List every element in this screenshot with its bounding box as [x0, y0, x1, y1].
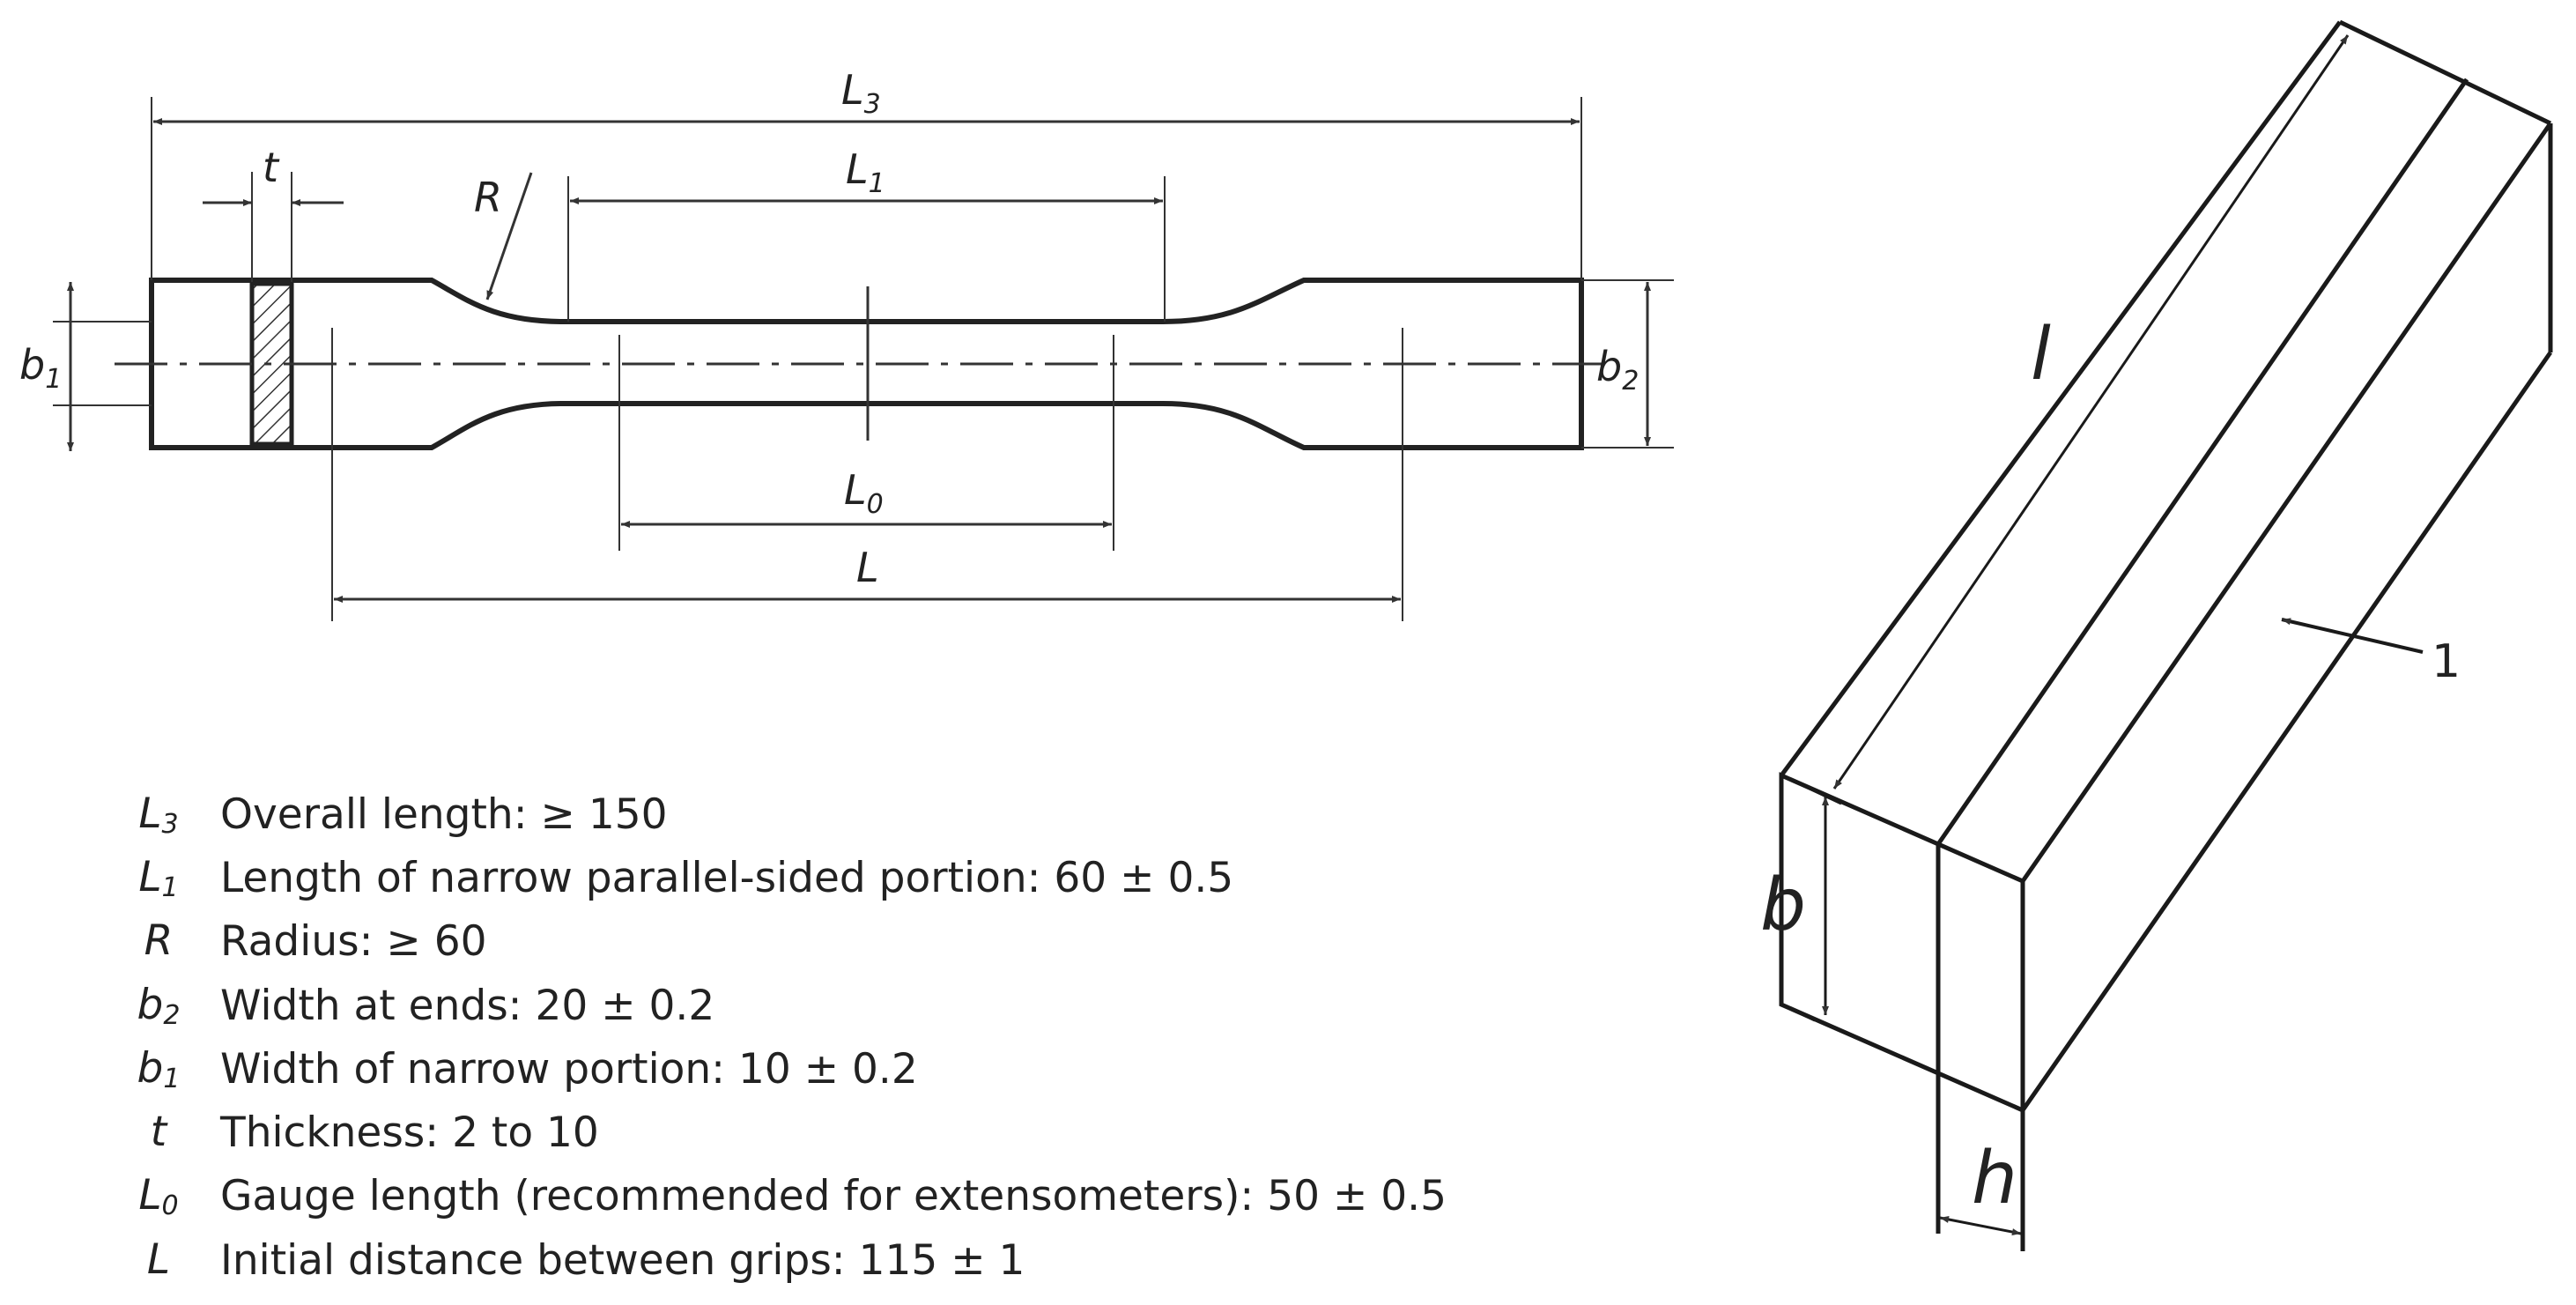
- legend-row: R Radius: ≥ 60: [97, 910, 1447, 974]
- legend-symbol: t: [97, 1108, 220, 1158]
- legend-symbol-main: b: [137, 980, 164, 1029]
- legend-symbol-sub: 2: [163, 999, 181, 1031]
- bar-middle-line: [1936, 78, 2469, 846]
- dim-l: [1832, 34, 2350, 790]
- arrow-1: [2281, 618, 2424, 654]
- legend-description: Width of narrow portion: 10 ± 0.2: [220, 1044, 918, 1094]
- label-b2: b2: [1596, 343, 1639, 397]
- legend-symbol-sub: 1: [161, 871, 179, 903]
- legend-symbol-main: L: [138, 852, 162, 901]
- label-L0: L0: [844, 466, 884, 520]
- bar-dimensions: [1780, 34, 2424, 1236]
- legend-description: Thickness: 2 to 10: [220, 1109, 599, 1158]
- legend-symbol: L3: [97, 790, 220, 840]
- legend-symbol-main: L: [138, 789, 162, 838]
- label-h: h: [1972, 1137, 2017, 1220]
- label-L1: L1: [846, 145, 885, 199]
- label-L3: L3: [841, 66, 881, 120]
- legend-symbol: L1: [97, 853, 220, 903]
- legend-row: t Thickness: 2 to 10: [97, 1101, 1447, 1164]
- label-L: L: [856, 544, 879, 591]
- dimension-lines: [67, 118, 1651, 603]
- label-b1: b1: [19, 341, 62, 395]
- legend-symbol-main: R: [144, 916, 174, 966]
- label-R: R: [474, 174, 502, 221]
- dumbbell-specimen: L3 L1 R t b1 b2 L0 L: [19, 66, 1674, 621]
- legend-description: Radius: ≥ 60: [220, 917, 487, 967]
- legend-symbol: b2: [97, 981, 220, 1031]
- legend-symbol-sub: 3: [161, 808, 179, 840]
- legend-description: Initial distance between grips: 115 ± 1: [220, 1235, 1025, 1285]
- legend-symbol-sub: 1: [163, 1063, 181, 1094]
- legend-symbol-sub: 0: [161, 1190, 179, 1222]
- legend-symbol: L0: [97, 1171, 220, 1221]
- legend-symbol-main: L: [146, 1235, 171, 1284]
- label-1: 1: [2432, 635, 2461, 688]
- legend-symbol-main: t: [150, 1108, 167, 1157]
- legend-description: Length of narrow parallel-sided portion:…: [220, 853, 1234, 902]
- dim-R-leader: [485, 172, 533, 300]
- label-l: l: [2031, 313, 2051, 397]
- label-t: t: [263, 144, 280, 191]
- bar-front-face: [1779, 772, 2025, 1114]
- legend-symbol: L: [97, 1235, 220, 1286]
- legend-row: L Initial distance between grips: 115 ± 1: [97, 1228, 1447, 1292]
- legend-symbol-main: b: [137, 1043, 164, 1093]
- legend-symbol: b1: [97, 1044, 220, 1094]
- dim-h: [1939, 1215, 2022, 1236]
- legend-symbol: R: [97, 916, 220, 967]
- label-b: b: [1760, 864, 1806, 947]
- legend-symbol-main: L: [138, 1171, 162, 1220]
- legend-description: Gauge length (recommended for extensomet…: [220, 1172, 1447, 1221]
- legend-description: Width at ends: 20 ± 0.2: [220, 981, 715, 1030]
- legend-description: Overall length: ≥ 150: [220, 790, 668, 839]
